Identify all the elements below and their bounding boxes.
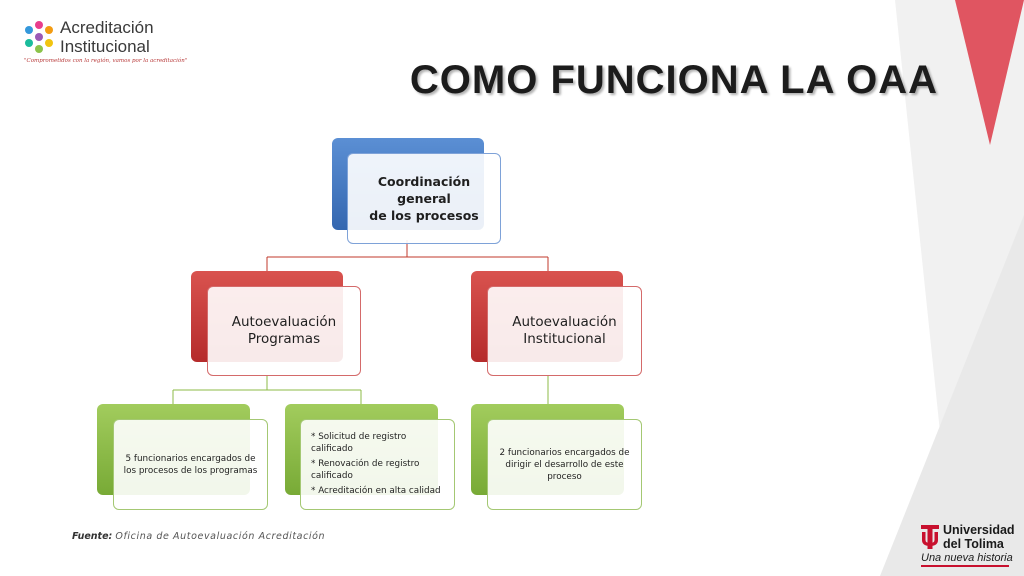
leaf-registro-list: * Solicitud de registro calificado * Ren… [311,430,448,500]
people-circle-icon [25,21,53,53]
bg-gray-triangle [880,215,1024,576]
leaf-registro-item: * Solicitud de registro calificado [311,431,407,454]
leaf-funcionarios-institucional-text: 2 funcionarios encargados de dirigir el … [499,447,630,482]
ut-name-line2: del Tolima [943,537,1004,551]
leaf-registro-item: * Renovación de registro calificado [311,458,420,481]
node-leaf-funcionarios-institucional: 2 funcionarios encargados de dirigir el … [487,419,642,510]
node-institucional-label: Autoevaluación Institucional [512,314,617,347]
ut-slogan: Una nueva historia [921,552,1013,564]
connector-programas-leaves [172,376,362,405]
source-note: Fuente: Oficina de Autoevaluación Acredi… [72,531,325,542]
acreditacion-name-line1: Acreditación [60,18,154,37]
ut-emblem-icon [921,525,939,549]
acreditacion-name: Acreditación Institucional [60,18,154,56]
node-programas-label: Autoevaluación Programas [231,314,337,347]
node-leaf-registro-calificado: * Solicitud de registro calificado * Ren… [300,419,455,510]
node-autoevaluacion-programas: Autoevaluación Programas [207,286,361,376]
source-label: Fuente: [72,531,113,542]
ut-name-line1: Universidad [943,523,1015,537]
universidad-tolima-logo: Universidad del Tolima Una nueva histori… [921,523,1021,567]
node-leaf-funcionarios-programas: 5 funcionarios encargados de los proceso… [113,419,268,510]
node-root: Coordinación general de los procesos [347,153,501,244]
acreditacion-name-line2: Institucional [60,37,150,56]
connector-root-children [266,240,549,272]
acreditacion-logo: Acreditación Institucional "Comprometido… [22,18,187,68]
node-root-label: Coordinación general de los procesos [369,174,479,223]
ut-slogan-underline [921,565,1009,567]
leaf-registro-item: * Acreditación en alta calidad [311,485,441,496]
node-autoevaluacion-institucional: Autoevaluación Institucional [487,286,642,376]
acreditacion-tagline: "Comprometidos con la región, vamos por … [24,58,188,64]
bg-red-triangle [955,0,1024,145]
page-title: COMO FUNCIONA LA OAA [409,58,938,102]
leaf-funcionarios-programas-text: 5 funcionarios encargados de los proceso… [123,453,258,476]
source-value: Oficina de Autoevaluación Acreditación [115,531,326,542]
